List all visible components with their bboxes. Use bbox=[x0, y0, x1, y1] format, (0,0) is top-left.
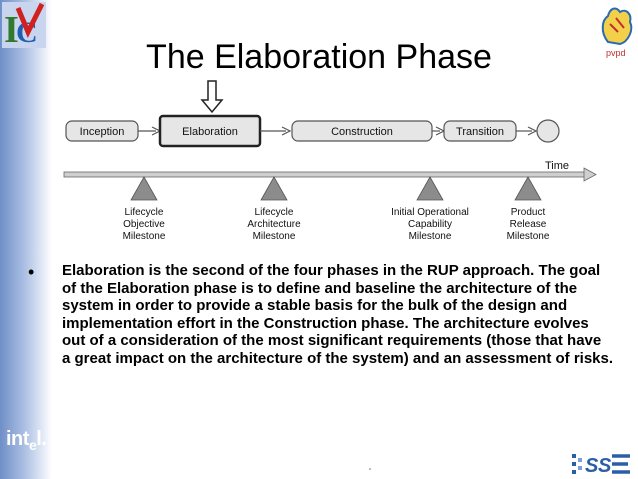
bullet-dot: • bbox=[28, 262, 35, 282]
intel-logo-int: int bbox=[6, 428, 29, 450]
slide-title: The Elaboration Phase bbox=[146, 38, 492, 76]
svg-text:S: S bbox=[585, 455, 599, 476]
iv-logo-icon: I C bbox=[2, 2, 46, 48]
milestone-1-line3: Milestone bbox=[123, 231, 166, 242]
milestone-4-line1: Product bbox=[511, 207, 546, 218]
hand-logo-icon: pvpd bbox=[601, 7, 633, 58]
milestone-triangle-2 bbox=[260, 176, 288, 201]
milestone-4-line3: Milestone bbox=[507, 231, 550, 242]
milestone-3-line3: Milestone bbox=[409, 231, 452, 242]
bullet-text: Elaboration is the second of the four ph… bbox=[62, 262, 614, 367]
milestone-2-line3: Milestone bbox=[253, 231, 296, 242]
milestone-3-line1: Initial Operational bbox=[391, 207, 469, 218]
rup-phase-diagram: Inception Elaboration Construction Trans… bbox=[63, 114, 597, 242]
intel-logo-end: l. bbox=[36, 428, 47, 450]
milestone-2-line1: Lifecycle bbox=[255, 207, 294, 218]
phase-label-transition: Transition bbox=[456, 126, 504, 138]
end-circle bbox=[536, 119, 560, 143]
phase-label-inception: Inception bbox=[80, 126, 125, 138]
milestone-1-line2: Objective bbox=[123, 219, 165, 230]
down-arrow-icon bbox=[200, 80, 224, 114]
phase-label-elaboration: Elaboration bbox=[182, 126, 238, 138]
intel-logo-icon: intel. bbox=[6, 428, 47, 453]
milestone-2-line2: Architecture bbox=[247, 219, 301, 230]
intel-logo-e: e bbox=[28, 437, 37, 453]
milestone-1-line1: Lifecycle bbox=[125, 207, 164, 218]
left-gradient-band bbox=[0, 0, 52, 479]
svg-text:I: I bbox=[4, 9, 19, 48]
time-label: Time bbox=[545, 160, 569, 172]
milestone-4-line2: Release bbox=[510, 219, 547, 230]
milestone-3-line2: Capability bbox=[408, 219, 452, 230]
time-axis bbox=[63, 171, 587, 178]
milestone-triangle-3 bbox=[416, 176, 444, 201]
svg-text:S: S bbox=[598, 455, 612, 476]
pvpd-label: pvpd bbox=[606, 48, 626, 58]
sse-logo-icon: S S bbox=[572, 454, 630, 476]
milestone-triangle-1 bbox=[130, 176, 158, 201]
milestone-triangle-4 bbox=[514, 176, 542, 201]
phase-label-construction: Construction bbox=[331, 126, 393, 138]
page-mark bbox=[369, 468, 371, 470]
